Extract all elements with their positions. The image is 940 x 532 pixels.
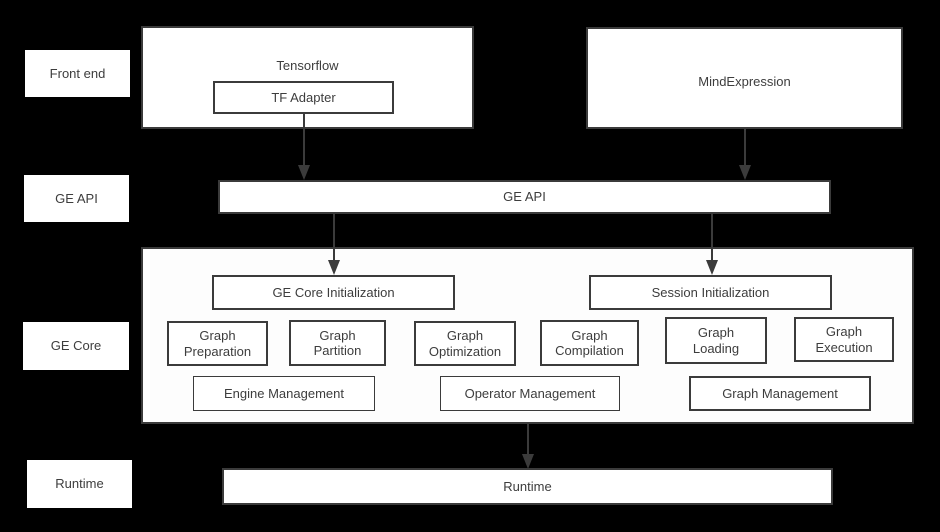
graph-compilation-box[interactable]: Graph Compilation [540, 320, 639, 366]
runtime-bar-label: Runtime [503, 478, 552, 494]
engine-management-label: Engine Management [224, 385, 344, 401]
graph-management-box[interactable]: Graph Management [689, 376, 871, 411]
layer-label-ge-core-text: GE Core [50, 338, 102, 354]
session-initialization-label: Session Initialization [651, 284, 770, 300]
graph-loading-label: Graph Loading [692, 325, 740, 356]
layer-label-runtime: Runtime [27, 460, 132, 508]
graph-execution-box[interactable]: Graph Execution [794, 317, 894, 362]
arrow-ge-core-to-runtime [518, 424, 538, 470]
layer-label-ge-api-text: GE API [55, 190, 98, 206]
mindexpression-title: MindExpression [698, 74, 791, 89]
tf-adapter-box[interactable]: TF Adapter [213, 81, 394, 114]
graph-loading-box[interactable]: Graph Loading [665, 317, 767, 364]
layer-label-ge-core: GE Core [23, 322, 129, 370]
layer-label-front-end: Front end [25, 50, 130, 97]
ge-core-initialization-label: GE Core Initialization [272, 284, 395, 300]
tensorflow-title: Tensorflow [276, 58, 339, 73]
arrow-ge-api-to-session-initialization [702, 213, 722, 276]
graph-optimization-box[interactable]: Graph Optimization [414, 321, 516, 366]
ge-api-bar-label: GE API [503, 189, 546, 205]
mindexpression-container: MindExpression [586, 27, 903, 129]
graph-partition-box[interactable]: Graph Partition [289, 320, 386, 366]
ge-core-initialization-box[interactable]: GE Core Initialization [212, 275, 455, 310]
operator-management-label: Operator Management [464, 385, 596, 401]
graph-compilation-label: Graph Compilation [555, 327, 624, 358]
graph-partition-label: Graph Partition [313, 327, 362, 358]
layer-label-runtime-text: Runtime [55, 476, 104, 492]
graph-management-label: Graph Management [722, 385, 838, 401]
runtime-bar[interactable]: Runtime [222, 468, 833, 505]
graph-preparation-label: Graph Preparation [183, 328, 252, 359]
graph-execution-label: Graph Execution [815, 324, 873, 355]
arrow-ge-api-to-ge-core-initialization [324, 213, 344, 276]
layer-label-front-end-text: Front end [49, 65, 106, 81]
operator-management-box[interactable]: Operator Management [440, 376, 620, 411]
session-initialization-box[interactable]: Session Initialization [589, 275, 832, 310]
layer-label-ge-api: GE API [24, 175, 129, 222]
ge-api-bar[interactable]: GE API [218, 180, 831, 214]
arrow-mindexpression-to-ge-api [735, 129, 755, 181]
graph-preparation-box[interactable]: Graph Preparation [167, 321, 268, 366]
arrow-tf-adapter-to-ge-api [294, 113, 314, 181]
graph-optimization-label: Graph Optimization [428, 328, 502, 359]
engine-management-box[interactable]: Engine Management [193, 376, 375, 411]
tf-adapter-label: TF Adapter [271, 89, 336, 105]
